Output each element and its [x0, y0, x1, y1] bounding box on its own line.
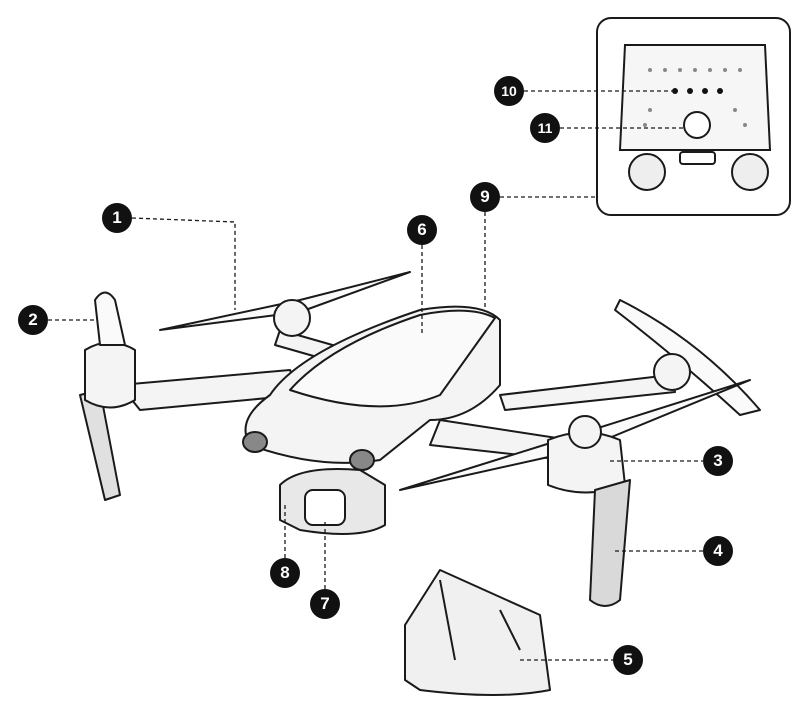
- left-motor: [84, 341, 136, 409]
- vent-dots: [643, 68, 747, 127]
- callout-4: 4: [703, 536, 733, 566]
- front-right-leg: [589, 479, 631, 607]
- inset-rear-view: [596, 17, 791, 216]
- propeller-front-right: [399, 379, 751, 491]
- camera-lens: [304, 489, 346, 526]
- rear-left-motor: [273, 299, 311, 337]
- front-sensor-right: [349, 449, 375, 471]
- callout-11: 11: [530, 113, 560, 143]
- callout-7: 7: [310, 589, 340, 619]
- body-top: [289, 309, 496, 408]
- callout-5: 5: [613, 645, 643, 675]
- usb-port: [679, 151, 716, 165]
- battery: [404, 569, 551, 696]
- callout-3: 3: [703, 446, 733, 476]
- leader-lines: [48, 90, 703, 661]
- callout-9: 9: [470, 182, 500, 212]
- propeller-rear-right: [614, 299, 761, 416]
- callout-1: 1: [102, 203, 132, 233]
- status-leds: [672, 88, 723, 94]
- propeller-1: [159, 271, 411, 331]
- callout-8: 8: [270, 558, 300, 588]
- power-button: [683, 111, 711, 139]
- front-sensor-left: [242, 431, 268, 453]
- callout-2: 2: [18, 305, 48, 335]
- callout-10: 10: [494, 76, 524, 106]
- callout-6: 6: [407, 215, 437, 245]
- rear-right-motor: [653, 353, 691, 391]
- propeller-2: [94, 291, 126, 346]
- rear-right-arm: [499, 374, 676, 411]
